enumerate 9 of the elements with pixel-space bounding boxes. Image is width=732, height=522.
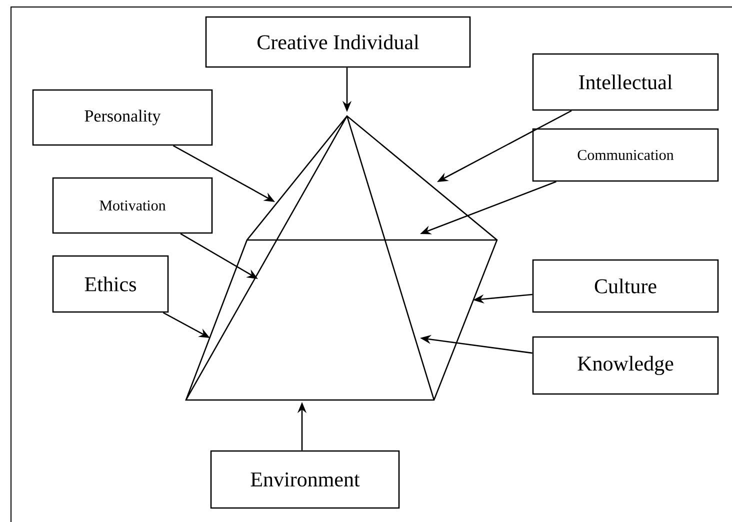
- label-box: Environment: [210, 450, 400, 509]
- label-box: Personality: [32, 89, 213, 146]
- label-box: Knowledge: [532, 336, 719, 395]
- label-box: Communication: [532, 128, 719, 182]
- label-box: Culture: [532, 259, 719, 313]
- label-box: Ethics: [52, 255, 169, 313]
- label-box: Creative Individual: [205, 16, 471, 68]
- label-box: Motivation: [52, 177, 213, 234]
- label-box: Intellectual: [532, 53, 719, 111]
